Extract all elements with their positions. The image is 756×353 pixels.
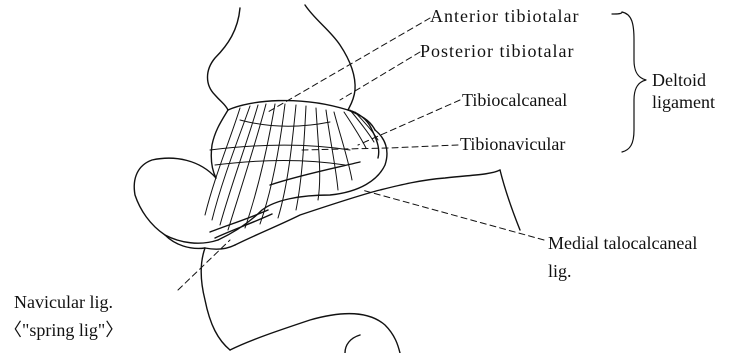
label-medial-talocalcaneal-lig: lig. [548,261,572,281]
leader-medial-talocalcaneal [362,190,544,240]
leader-posterior-tibiotalar [340,52,420,100]
calcaneus-outline [201,170,520,353]
tibia-outline [208,5,356,110]
deltoid-brace [622,12,646,152]
label-anterior-tibiotalar: Anterior tibiotalar [430,6,579,26]
label-medial-talocalcaneal: Medial talocalcaneal [548,233,697,253]
label-ligament: ligament [652,92,715,112]
label-posterior-tibiotalar: Posterior tibiotalar [420,41,574,61]
label-tibiocalcaneal: Tibiocalcaneal [462,90,567,110]
label-tibionavicular: Tibionavicular [460,134,565,154]
deltoid-fibres [205,104,378,230]
label-navicular-lig: Navicular lig. [14,292,113,312]
label-spring-lig: 〈"spring lig"〉 [4,320,123,340]
leader-tibiocalcaneal [358,100,460,145]
label-deltoid: Deltoid [652,70,706,90]
leader-anterior-tibiotalar [268,18,430,112]
anterior-label-hook [612,12,622,14]
leader-tibionavicular [388,145,458,148]
